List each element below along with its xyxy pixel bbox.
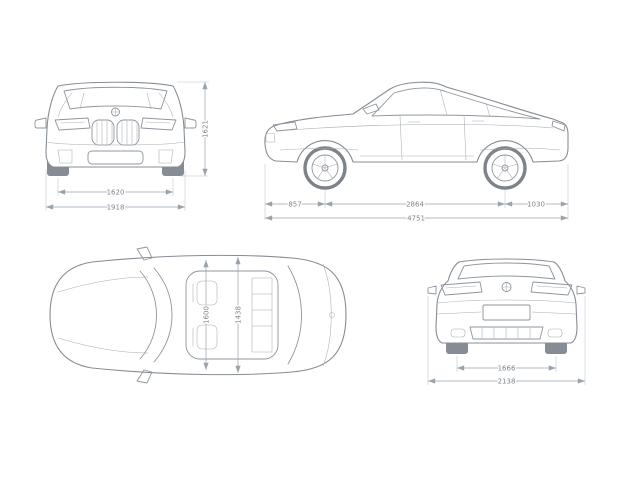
side-mirrors: [34, 117, 197, 129]
license-plate: [482, 304, 531, 321]
dimension-label-rear-overhang: 1030: [527, 201, 545, 209]
taillights: [440, 281, 573, 296]
rear-dimensions: 1666 2138: [427, 296, 586, 387]
headlight: [272, 121, 298, 132]
top-view-drawing: 1600 1438: [49, 246, 347, 384]
dimension-label-cabin-width-front: 1600: [203, 306, 211, 324]
door-mirror: [362, 103, 380, 115]
mirrors-top: [136, 246, 153, 384]
rear-window-top: [287, 265, 302, 365]
front-wheel: [303, 146, 347, 190]
dimension-label-front-width: 1918: [107, 204, 125, 212]
windshield: [63, 86, 168, 110]
front-view-drawing: 1620 1918 1621: [34, 81, 211, 213]
rear-diffuser: [469, 326, 544, 340]
rear-mirrors: [427, 285, 586, 295]
windshield-top: [139, 267, 173, 363]
exhaust-left: [450, 328, 466, 338]
rear-window: [457, 262, 556, 280]
front-dimensions: 1620 1918 1621: [45, 81, 211, 213]
dimension-label-width-incl-mirrors: 2138: [498, 378, 516, 386]
rear-car-body: [427, 258, 586, 354]
side-glass: [371, 87, 541, 120]
front-car-body: [34, 81, 197, 176]
headlights: [54, 117, 177, 131]
taillight: [551, 120, 566, 132]
top-dimensions: 1600 1438: [201, 256, 244, 374]
dimension-label-rear-track: 1666: [498, 365, 516, 373]
antenna-fin: [329, 312, 335, 318]
lower-air-intake: [87, 150, 144, 165]
roof-glasshouse: [185, 270, 279, 360]
rear-wheel: [483, 146, 527, 190]
rear-view-drawing: 1666 2138: [427, 258, 586, 387]
side-car-body: [264, 81, 569, 190]
exhaust-right: [547, 328, 563, 338]
dimension-label-height: 1621: [202, 120, 210, 138]
dimension-label-front-track: 1620: [107, 189, 125, 197]
rear-bench-seat: [251, 277, 273, 353]
top-car-body: [49, 246, 347, 384]
dimension-label-front-overhang: 857: [288, 201, 301, 209]
side-view-drawing: 857 2864 1030 4751: [264, 81, 569, 224]
dimension-label-overall-length: 4751: [407, 215, 425, 223]
side-dimensions: 857 2864 1030 4751: [264, 164, 569, 224]
dimension-label-cabin-width-rear: 1438: [235, 306, 243, 324]
dimension-label-wheelbase: 2864: [406, 201, 424, 209]
